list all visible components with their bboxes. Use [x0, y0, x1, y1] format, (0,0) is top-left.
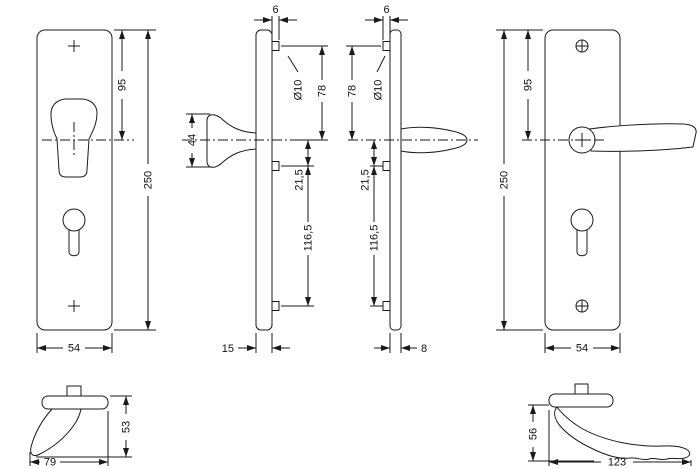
- plate-outline: [544, 29, 621, 331]
- keyhole-slot: [68, 226, 80, 257]
- dim-label-21-5: 21,5: [360, 169, 372, 190]
- view-front-plate-lever: 95 250 54: [496, 29, 697, 355]
- detail-lever-side: 56 123: [528, 383, 692, 469]
- fixing-bosses: [271, 41, 280, 311]
- dim-label-79: 79: [44, 457, 56, 469]
- dim-label-dia10: Ø10: [373, 80, 385, 101]
- plate-outline: [36, 29, 113, 331]
- dim-label-54: 54: [576, 343, 588, 355]
- dim-label-6: 6: [272, 4, 278, 16]
- keyhole-slot: [576, 226, 588, 257]
- lever-side: [554, 406, 691, 461]
- dim-label-dia10: Ø10: [293, 80, 305, 101]
- dim-label-95: 95: [523, 79, 535, 91]
- flange: [41, 395, 109, 410]
- dim-label-250: 250: [143, 171, 155, 189]
- grip-profile: [206, 114, 257, 168]
- dim-label-78: 78: [317, 85, 329, 97]
- dim-label-53: 53: [121, 421, 133, 433]
- view-side-left: 6 Ø10 78 21,5 116,5 44 15: [182, 4, 329, 355]
- view-front-plate-knob: 95 250 54: [36, 29, 156, 355]
- dim-label-21-5: 21,5: [294, 169, 306, 190]
- spindle-stem: [574, 383, 589, 396]
- dim-label-116-5: 116,5: [303, 225, 315, 252]
- dim-label-78: 78: [347, 85, 359, 97]
- dim-label-6: 6: [383, 4, 389, 16]
- flange: [548, 393, 614, 408]
- dim-label-8: 8: [421, 343, 427, 355]
- dimension-lines: [496, 29, 621, 353]
- fixing-bosses: [382, 41, 391, 311]
- dim-label-15: 15: [222, 343, 234, 355]
- knob-front: [50, 98, 98, 178]
- keyhole-circle: [62, 208, 86, 232]
- plate-profile: [255, 29, 273, 331]
- centerline: [42, 122, 134, 158]
- dim-label-95: 95: [117, 79, 129, 91]
- screw-cross-marks: [575, 40, 589, 312]
- spindle-stem: [66, 385, 82, 398]
- dim-label-116-5: 116,5: [369, 225, 381, 252]
- view-side-right: 6 78 Ø10 21,5 116,5 8: [346, 4, 478, 355]
- lever-front: [588, 123, 697, 152]
- dim-label-250: 250: [499, 171, 511, 189]
- plate-profile: [389, 29, 402, 331]
- dimension-lines: [346, 16, 417, 353]
- fixing-cross-marks: [68, 40, 80, 312]
- dimension-lines: [36, 29, 156, 353]
- dim-label-56: 56: [528, 428, 540, 440]
- keyhole-circle: [570, 208, 594, 232]
- dim-label-123: 123: [608, 457, 626, 469]
- dim-label-44: 44: [187, 134, 199, 146]
- dim-label-54: 54: [68, 343, 80, 355]
- grip-side: [30, 408, 82, 457]
- detail-knob-side: 53 79: [29, 385, 133, 469]
